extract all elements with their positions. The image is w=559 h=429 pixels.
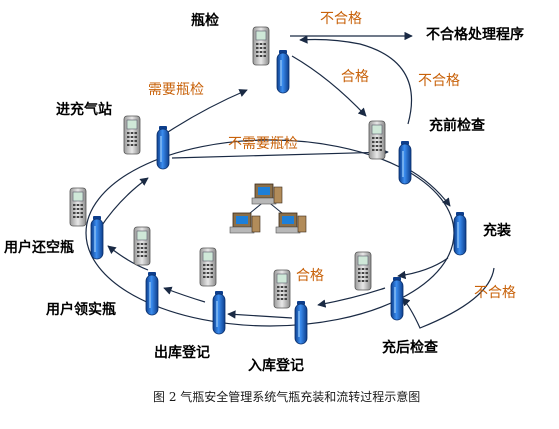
cylinder-warehouse-out-icon <box>212 290 226 335</box>
reader-inspection-icon <box>252 26 270 66</box>
cylinder-filling-icon <box>453 211 467 256</box>
flow-unqualified-top: 不合格 <box>320 11 362 27</box>
arrow-to-warehouse-out <box>227 310 293 319</box>
reader-pre-check-icon <box>368 120 386 160</box>
cylinder-post-check-icon <box>390 276 404 321</box>
node-inspection: 瓶检 <box>191 13 219 29</box>
arrow-need-inspection <box>167 89 248 133</box>
arrow-no-inspection <box>171 148 389 159</box>
arrow-to-warehouse-in <box>317 287 386 308</box>
reader-user-return-icon <box>69 187 87 227</box>
cylinder-warehouse-in-icon <box>294 300 308 345</box>
arrow-unqualified-bottom <box>401 267 495 329</box>
cylinder-inspection-icon <box>276 49 290 94</box>
figure-caption: 图 2 气瓶安全管理系统气瓶充装和流转过程示意图 <box>153 390 421 404</box>
flow-unqualified-right: 不合格 <box>418 73 460 89</box>
arrow-unqualified-right <box>299 35 413 125</box>
node-pre-check: 充前检查 <box>429 118 485 134</box>
flow-qualified-bottom: 合格 <box>296 268 324 284</box>
central-computer-group <box>229 183 307 234</box>
cylinder-station-icon <box>156 125 170 170</box>
arrow-qualified-top <box>291 55 367 117</box>
arrow-to-post-check <box>397 257 449 280</box>
arrow-to-user-collect <box>163 286 206 303</box>
node-post-check: 充后检查 <box>382 340 438 356</box>
cylinder-user-return-icon <box>90 215 104 260</box>
flow-no-inspection: 不需要瓶检 <box>228 136 298 152</box>
reader-in-icon <box>273 269 291 309</box>
node-user-collect: 用户领实瓶 <box>46 302 116 318</box>
node-fail-procedure: 不合格处理程序 <box>426 27 524 43</box>
node-warehouse-in: 入库登记 <box>248 358 304 374</box>
cylinder-user-collect-icon <box>145 271 159 316</box>
flow-qualified-top: 合格 <box>341 69 369 85</box>
node-user-return: 用户还空瓶 <box>4 240 74 256</box>
node-enter-station: 进充气站 <box>56 102 112 118</box>
reader-out-icon <box>199 247 217 287</box>
reader-post-icon <box>354 251 372 291</box>
reader-station-icon <box>123 115 141 155</box>
cylinder-pre-check-icon <box>398 140 412 185</box>
node-warehouse-out: 出库登记 <box>154 345 210 361</box>
flow-need-inspection: 需要瓶检 <box>148 82 204 98</box>
reader-collect-icon <box>133 226 151 266</box>
node-filling: 充装 <box>483 223 511 239</box>
arrow-to-user-return <box>107 245 149 271</box>
arrow-to-station <box>99 177 149 229</box>
flow-unqualified-bottom: 不合格 <box>474 285 516 301</box>
